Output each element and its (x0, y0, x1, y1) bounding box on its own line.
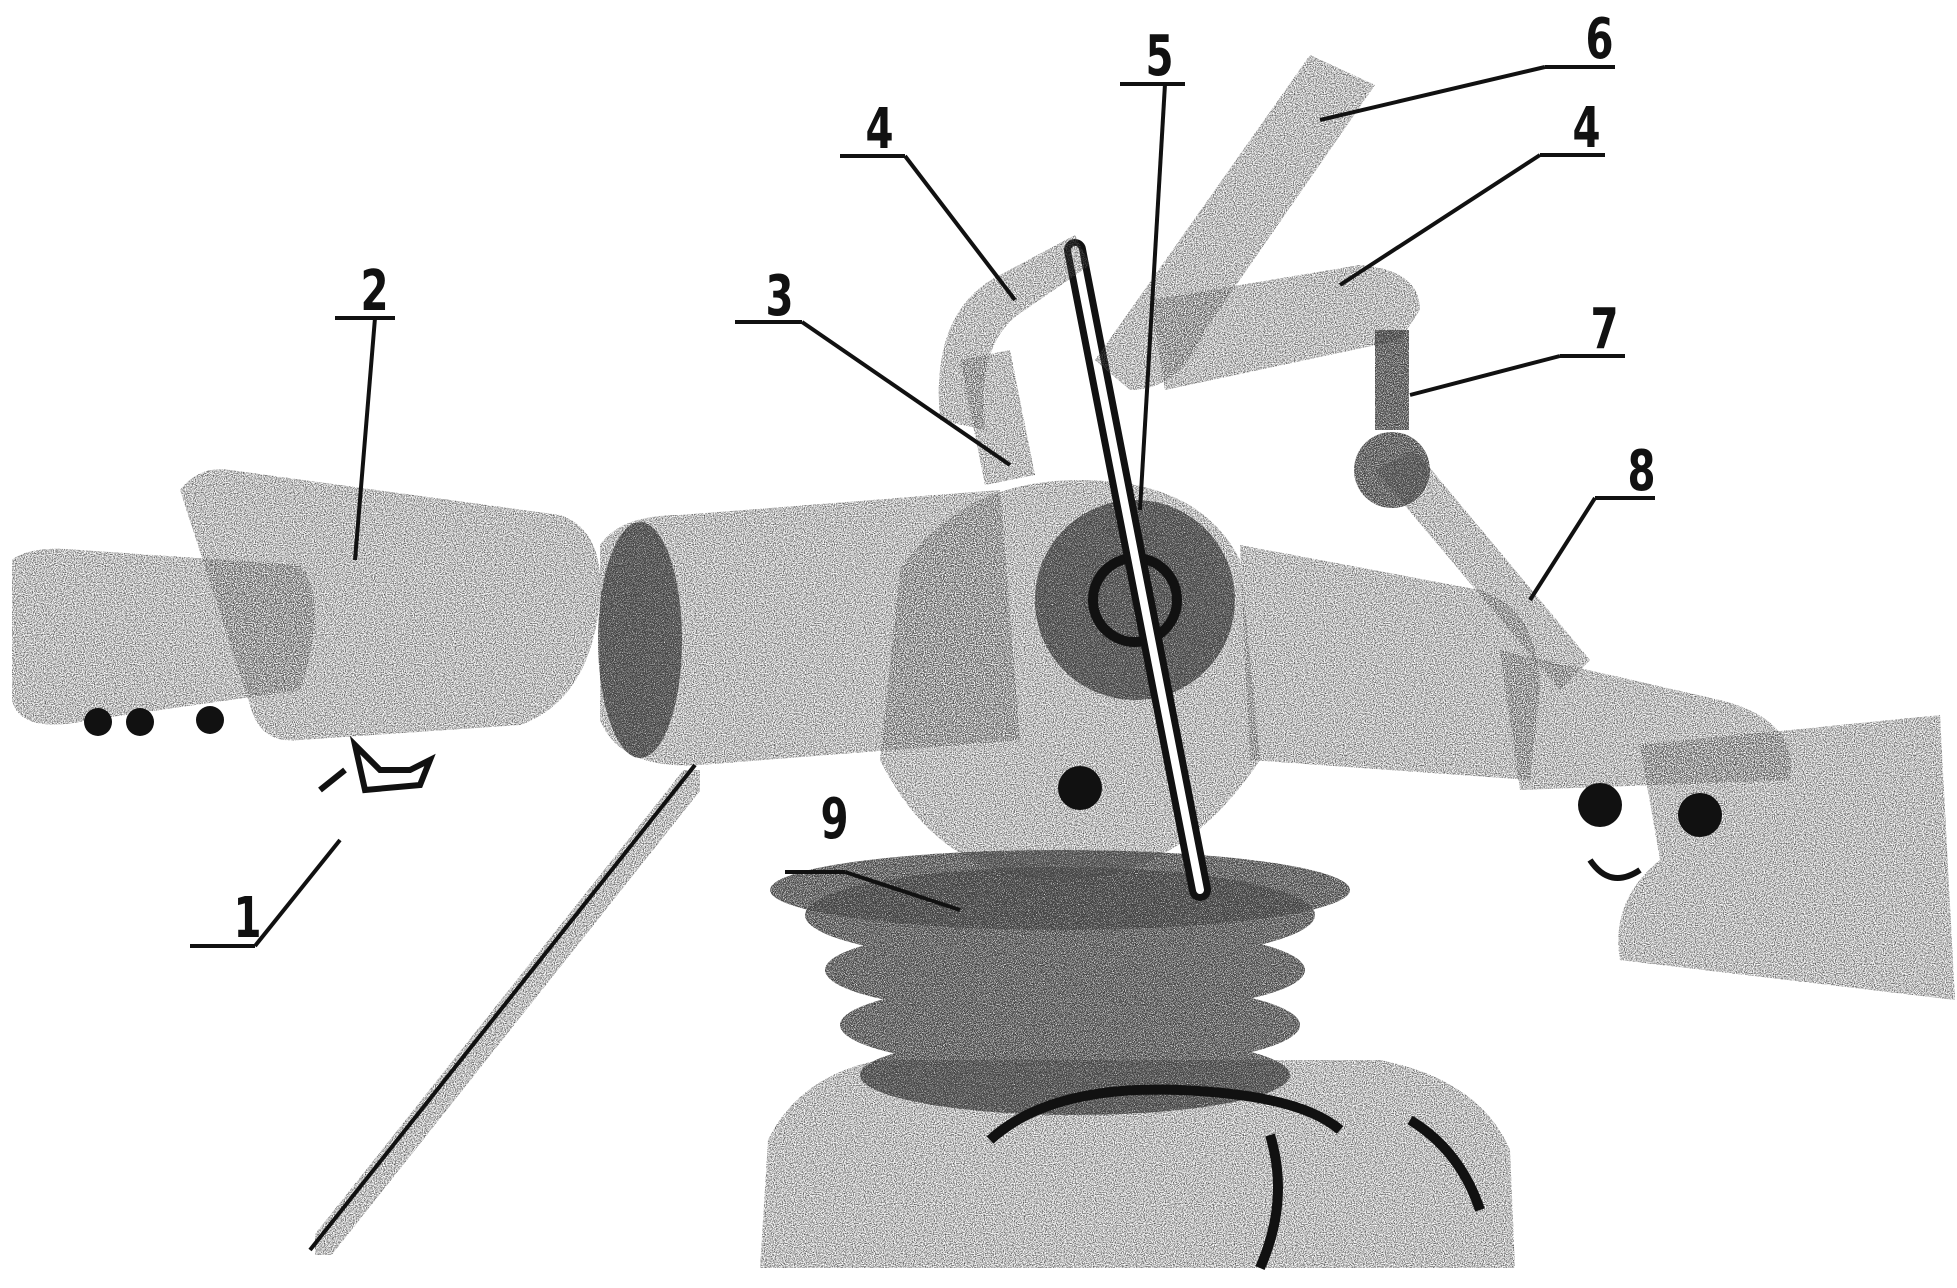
callout-3-number: 3 (765, 263, 793, 328)
callout-4-left-number: 4 (865, 96, 893, 161)
base-wiring (986, 1084, 1485, 1271)
callout-4-left-leader (903, 154, 1017, 302)
callout-2-leader (353, 317, 377, 561)
control-rod-edge (308, 763, 697, 1252)
callout-2-number: 2 (360, 258, 388, 323)
callout-7-number: 7 (1590, 296, 1618, 361)
callout-3-leader (800, 320, 1012, 467)
left-sleeve (600, 490, 1020, 766)
callout-9: 9 (785, 786, 961, 912)
callout-6-number: 6 (1585, 6, 1613, 71)
callout-4-left: 4 (840, 96, 1017, 302)
rod-end (1375, 330, 1409, 430)
control-rod (302, 757, 713, 1268)
callout-6: 6 (1319, 6, 1615, 122)
pitch-link-core (1071, 246, 1204, 894)
callout-9-number: 9 (820, 786, 848, 851)
callout-1-leader (253, 838, 342, 948)
callouts: 1 2 3 4 5 6 (190, 6, 1656, 951)
callout-9-leader (844, 870, 961, 912)
safety-pins (318, 735, 1642, 881)
callout-5-leader (1138, 83, 1167, 511)
fasteners (84, 706, 1722, 837)
damper-lever (1375, 450, 1590, 690)
callout-7: 7 (1409, 296, 1625, 397)
gearbox-housing (760, 1060, 1515, 1268)
right-sleeve (1240, 545, 1540, 780)
callout-8-number: 8 (1627, 438, 1655, 503)
callout-4-right-number: 4 (1572, 95, 1600, 160)
callout-5-number: 5 (1145, 23, 1173, 88)
callout-4-right-leader (1338, 153, 1542, 287)
pitch-horn (1150, 265, 1420, 390)
callout-1-number: 1 (233, 885, 261, 950)
callout-1: 1 (190, 838, 342, 951)
callout-7-leader (1409, 354, 1561, 397)
callout-4-right: 4 (1338, 95, 1605, 287)
callout-3: 3 (735, 263, 1012, 467)
callout-2: 2 (335, 258, 395, 561)
left-sleeve-flange (598, 522, 682, 758)
hub-drawing (12, 55, 1955, 1271)
right-blade-root (1618, 715, 1955, 1000)
callout-5: 5 (1120, 23, 1185, 511)
callout-6-leader (1319, 65, 1546, 122)
callout-8: 8 (1528, 438, 1656, 602)
bracket (960, 350, 1035, 485)
callout-8-leader (1528, 496, 1597, 602)
left-blade-grip (12, 548, 315, 725)
